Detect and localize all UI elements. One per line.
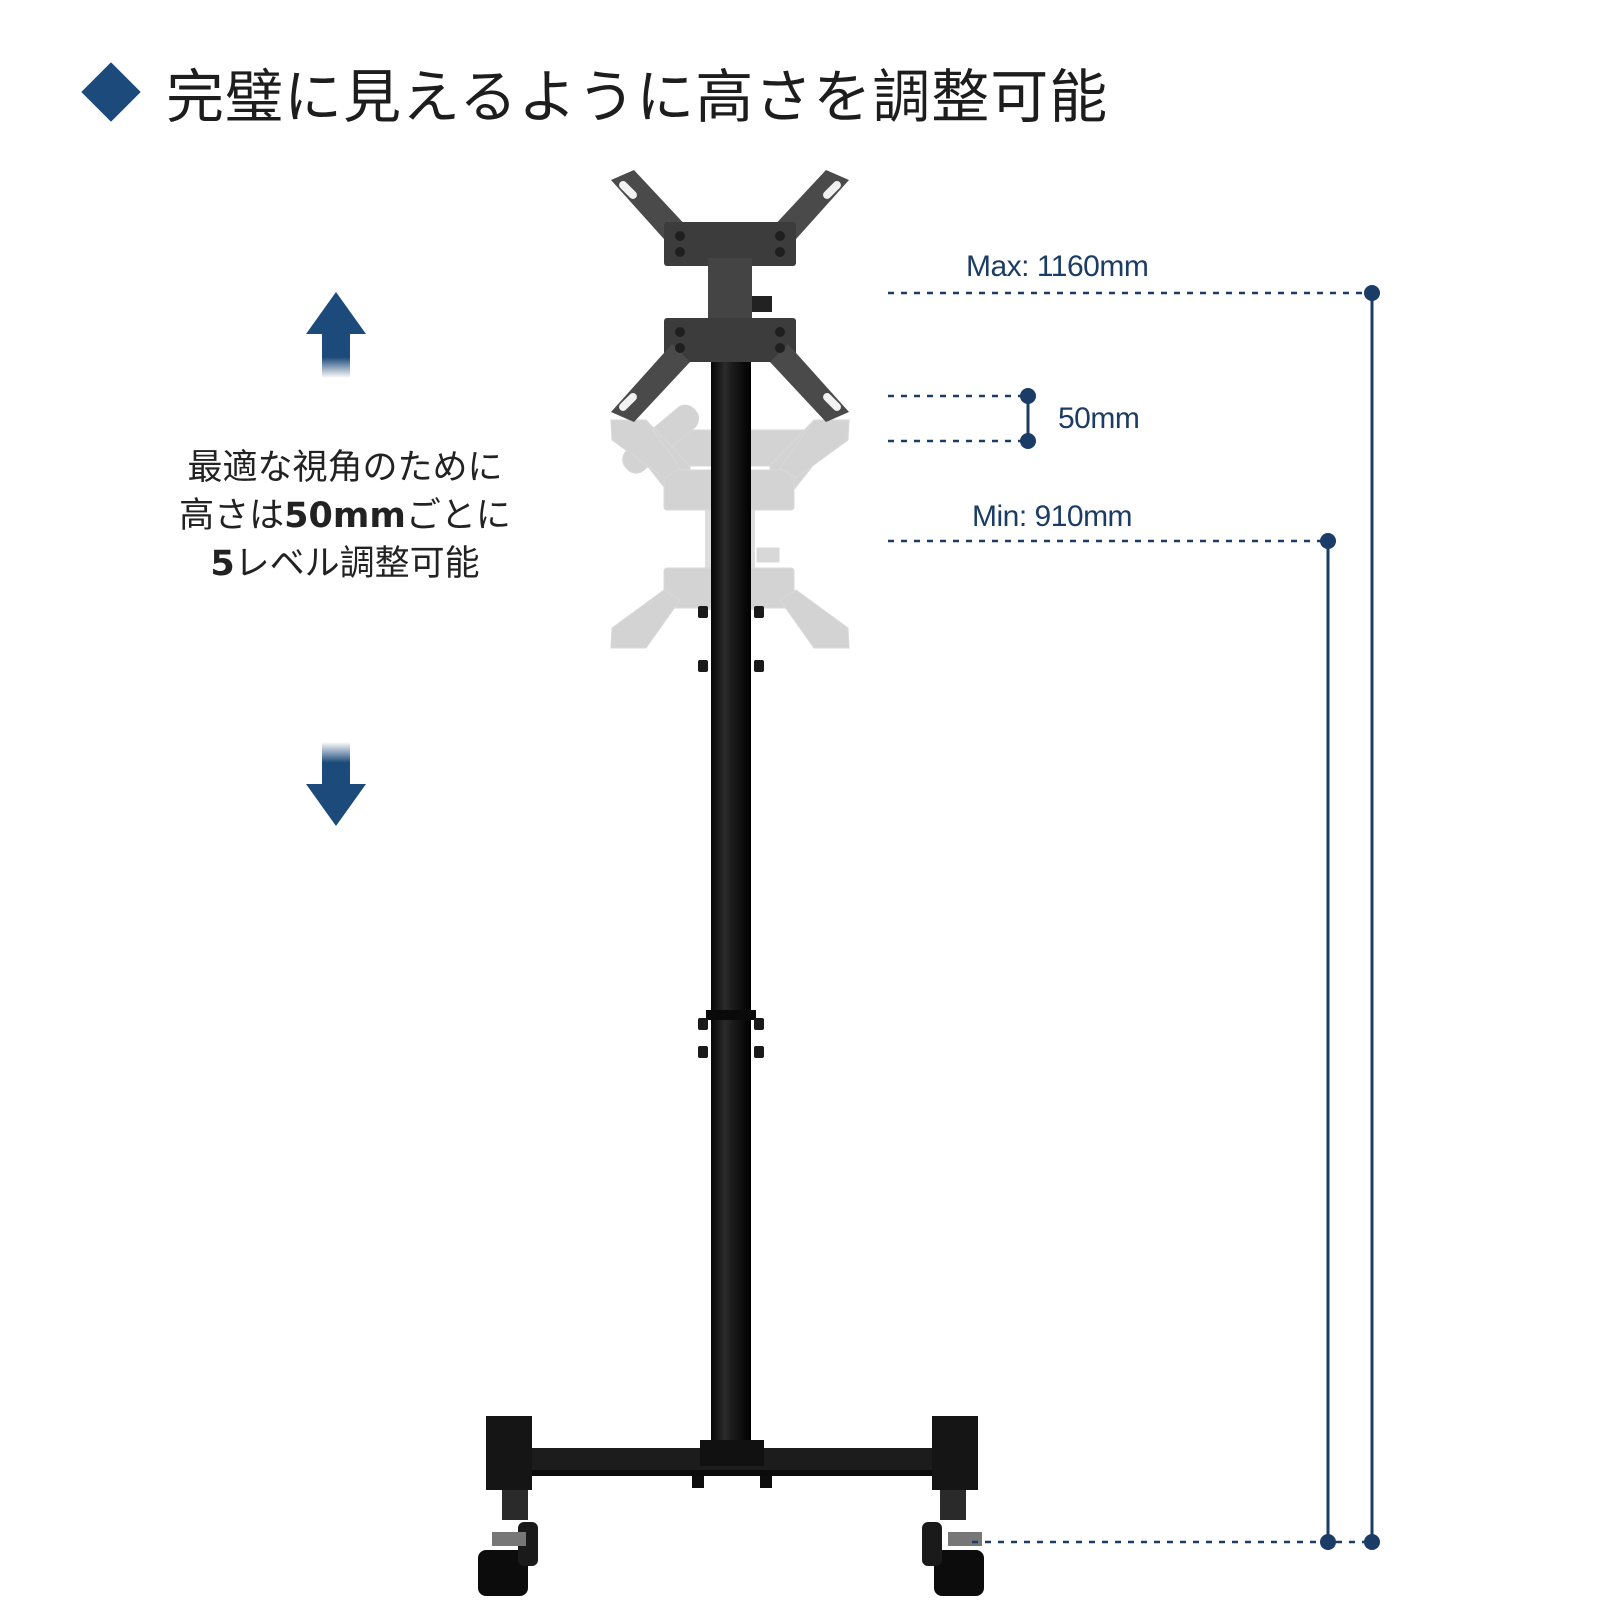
stand-pole (711, 355, 751, 1455)
description-step-value: 50mm (284, 496, 406, 536)
description-level-suffix: レベル調整可能 (234, 544, 480, 584)
max-height-label: Max: 1160mm (966, 250, 1149, 283)
description-line-3: 5レベル調整可能 (150, 540, 540, 588)
description-height-prefix: 高さは (179, 496, 285, 536)
dimension-lines (888, 291, 1374, 1544)
description-height-suffix: ごとに (405, 496, 511, 536)
description-line-2: 高さは50mmごとに (150, 492, 540, 540)
description-level-count: 5 (210, 544, 235, 584)
stand-base (478, 1416, 984, 1596)
vesa-bracket (611, 170, 849, 422)
min-height-label: Min: 910mm (972, 500, 1133, 533)
adjustment-description: 最適な視角のために 高さは50mmごとに 5レベル調整可能 (150, 444, 540, 588)
arrow-down-icon (306, 742, 366, 826)
page-title: 完璧に見えるように高さを調整可能 (166, 63, 1109, 131)
diamond-icon (81, 62, 141, 122)
description-line-1: 最適な視角のために (187, 448, 503, 488)
dimension-markers (1020, 285, 1380, 1550)
step-height-label: 50mm (1058, 402, 1140, 435)
headline: 完璧に見えるように高さを調整可能 (78, 52, 1108, 132)
arrow-up-icon (306, 292, 366, 378)
